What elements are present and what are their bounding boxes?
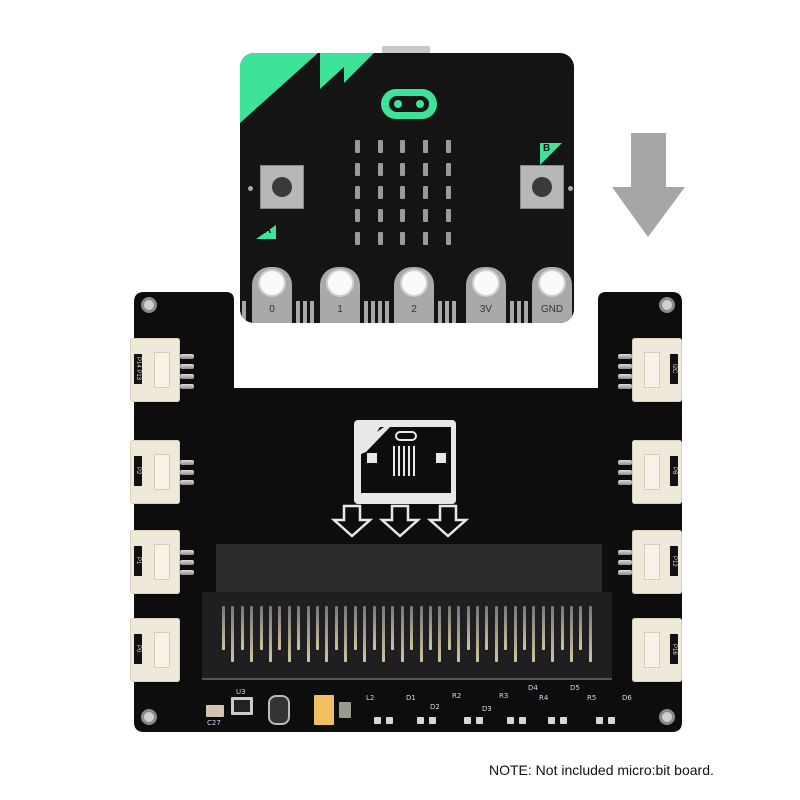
- microbit-edge-connector: 0 1 2 3V GND: [240, 267, 574, 323]
- expansion-board: P14 P13 P2 P1 P0 I2C P8 P12 P16: [130, 292, 682, 732]
- mounting-hole: [659, 709, 675, 725]
- grove-port-left-1[interactable]: P14 P13: [130, 332, 194, 408]
- capacitor-c27: [206, 705, 224, 717]
- pad-2[interactable]: 2: [394, 267, 434, 323]
- microbit-accent-graphic: [240, 53, 562, 239]
- note-text: NOTE: Not included micro:bit board.: [489, 762, 714, 778]
- grove-port-right-2[interactable]: P8: [618, 434, 682, 510]
- button-b-label: B: [543, 143, 551, 154]
- grove-port-right-1[interactable]: I2C: [618, 332, 682, 408]
- mounting-hole: [659, 297, 675, 313]
- edge-connector-pins: [222, 606, 592, 666]
- ic-u3: [231, 697, 253, 715]
- edge-connector-slot[interactable]: [202, 544, 612, 680]
- grove-port-left-3[interactable]: P1: [130, 524, 194, 600]
- grove-port-right-4[interactable]: P16: [622, 612, 682, 688]
- led-matrix: [346, 135, 460, 250]
- insert-arrows-silkscreen: [330, 504, 470, 538]
- pad-0[interactable]: 0: [252, 267, 292, 323]
- mounting-hole: [141, 297, 157, 313]
- button-a-label: A: [264, 225, 272, 236]
- inductor-l2: [268, 695, 290, 725]
- mounting-hole: [141, 709, 157, 725]
- button-b[interactable]: [520, 165, 564, 209]
- button-a[interactable]: [260, 165, 304, 209]
- grove-port-right-3[interactable]: P12: [618, 524, 682, 600]
- pad-3v[interactable]: 3V: [466, 267, 506, 323]
- usb-port: [382, 46, 430, 54]
- pad-1[interactable]: 1: [320, 267, 360, 323]
- microbit-board: A B 0 1 2 3V GND: [240, 46, 574, 323]
- amber-led: [314, 695, 334, 725]
- grove-port-left-2[interactable]: P2: [130, 434, 194, 510]
- component: [339, 702, 351, 718]
- microbit-silkscreen-icon: [354, 420, 456, 504]
- grove-port-left-4[interactable]: P0: [130, 612, 190, 688]
- insert-direction-arrow-icon: [612, 133, 685, 237]
- pad-gnd[interactable]: GND: [532, 267, 572, 323]
